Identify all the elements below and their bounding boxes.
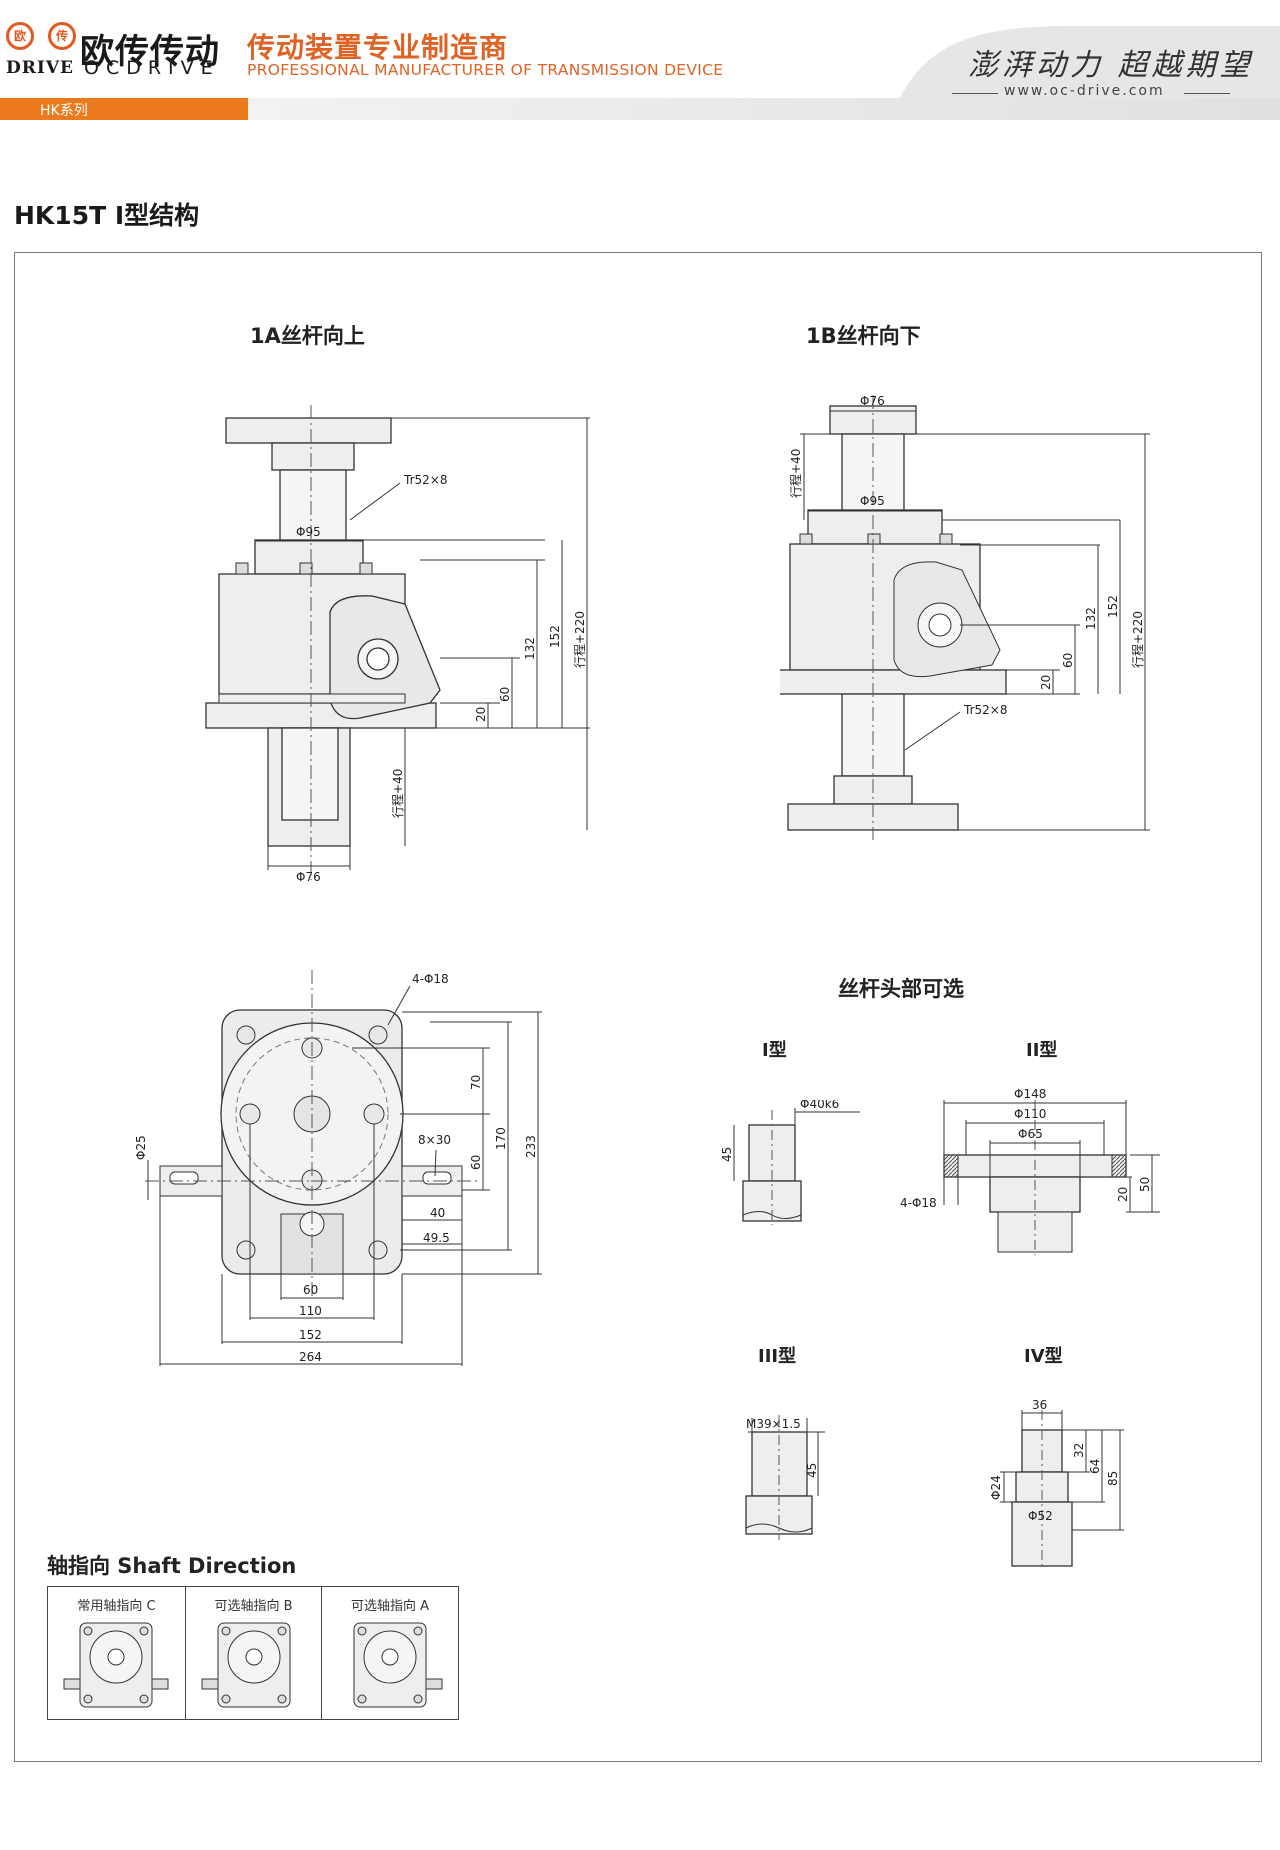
logo-gear-right-icon: 传 <box>48 22 76 50</box>
motto: 澎湃动力 超越期望 <box>968 48 1254 83</box>
dim-w264: 264 <box>299 1350 322 1364</box>
website-line-left <box>952 93 998 94</box>
brand-name-en-right: OCDRIVE <box>84 57 220 79</box>
shaft-direction-title: 轴指向 Shaft Direction <box>47 1554 297 1578</box>
view-1a-d76-label: Φ76 <box>296 870 321 884</box>
shaft-direction-a-icon <box>353 1622 443 1708</box>
dim-v60: 60 <box>469 1155 483 1170</box>
dim-h40: 40 <box>430 1206 445 1220</box>
shaft-direction-a-cell: 可选轴指向 A <box>322 1587 458 1719</box>
view-1a-drawing: Tr52×8 Φ95 Φ76 20 60 132 152 行程+220 行程+4… <box>205 405 590 884</box>
type-3-h-label: 45 <box>805 1463 819 1478</box>
view-1b-d95-label: Φ95 <box>860 494 885 508</box>
type-2-h20-label: 20 <box>1116 1187 1130 1202</box>
page-header: 欧 传 欧传传动 DRIVE OCDRIVE 传动装置专业制造商 PROFESS… <box>0 0 1280 120</box>
view-1b-d76-label: Φ76 <box>860 395 885 408</box>
type-4-h32-label: 32 <box>1072 1443 1086 1458</box>
type-1-h-label: 45 <box>720 1147 734 1162</box>
header-gray-swoosh <box>860 26 1280 120</box>
view-1a-d95-label: Φ95 <box>296 525 321 539</box>
type-4-h64-label: 64 <box>1088 1459 1102 1474</box>
slogan-cn: 传动装置专业制造商 <box>247 31 509 64</box>
website: www.oc-drive.com <box>1004 83 1165 99</box>
header-gray-band <box>248 98 1280 120</box>
view-1a-h20-label: 20 <box>474 707 488 722</box>
shaft-direction-a-label: 可选轴指向 A <box>350 1599 430 1614</box>
dim-v233: 233 <box>524 1135 538 1158</box>
view-1b-h132-label: 132 <box>1084 607 1098 630</box>
logo-gear-left-icon: 欧 <box>6 22 34 50</box>
type-4-d24-label: Φ24 <box>989 1475 1003 1500</box>
shaft-direction-c-label: 常用轴指向 C <box>77 1599 156 1614</box>
view-1b-h60-label: 60 <box>1061 653 1075 668</box>
type-4-h85-label: 85 <box>1106 1471 1120 1486</box>
dim-w60: 60 <box>303 1283 318 1297</box>
dim-h49-5: 49.5 <box>423 1231 450 1245</box>
type-2-h50-label: 50 <box>1138 1177 1152 1192</box>
type-4-d52-label: Φ52 <box>1028 1509 1053 1523</box>
view-1a-title: 1A丝杆向上 <box>250 324 365 348</box>
type-2-holes-label: 4-Φ18 <box>900 1196 937 1210</box>
website-line-right <box>1184 93 1230 94</box>
screw-head-options-title: 丝杆头部可选 <box>838 977 964 1001</box>
dim-w152: 152 <box>299 1328 322 1342</box>
view-1a-h152-label: 152 <box>548 625 562 648</box>
type-1-title: I型 <box>762 1040 787 1061</box>
view-1b-stroke220-label: 行程+220 <box>1130 611 1145 668</box>
type-2-d110-label: Φ110 <box>1014 1107 1046 1121</box>
holes-label: 4-Φ18 <box>412 972 449 986</box>
dim-v70: 70 <box>469 1075 483 1090</box>
shaft-diameter-label: Φ25 <box>134 1135 148 1160</box>
bottom-view-drawing: 4-Φ18 Φ25 8×30 70 60 170 233 40 49.5 <box>134 970 542 1366</box>
type-2-d65-label: Φ65 <box>1018 1127 1043 1141</box>
view-1a-stroke40-label: 行程+40 <box>390 769 405 818</box>
view-1b-drawing: Tr52×8 Φ76 Φ95 20 60 132 152 行程+220 行程+4… <box>780 395 1150 840</box>
shaft-direction-b-cell: 可选轴指向 B <box>186 1587 322 1719</box>
drawing-frame <box>14 252 1262 1762</box>
type-1-d-label: Φ40k6 <box>800 1100 839 1111</box>
view-1a-stroke220-label: 行程+220 <box>572 611 587 668</box>
type-2-title: II型 <box>1026 1040 1058 1061</box>
type-4-w-label: 36 <box>1032 1398 1047 1412</box>
type-1-drawing: Φ40k6 45 <box>720 1100 860 1225</box>
type-4-title: IV型 <box>1024 1346 1063 1367</box>
type-2-drawing: Φ148 Φ110 Φ65 4-Φ18 20 50 <box>900 1087 1160 1255</box>
shaft-direction-b-icon <box>201 1622 291 1708</box>
type-4-drawing: 36 Φ24 32 64 85 Φ52 <box>989 1398 1124 1570</box>
type-3-thread-label: M39×1.5 <box>746 1417 801 1431</box>
view-1a-screw-label: Tr52×8 <box>403 473 447 487</box>
brand-name-cn: 欧传传动 <box>80 32 220 72</box>
series-label: HK系列 <box>40 103 88 119</box>
brand-name-en-left: DRIVE <box>6 58 74 78</box>
view-1b-h152-label: 152 <box>1106 595 1120 618</box>
type-2-d148-label: Φ148 <box>1014 1087 1046 1101</box>
slogan-en: PROFESSIONAL MANUFACTURER OF TRANSMISSIO… <box>247 61 724 79</box>
dim-w110: 110 <box>299 1304 322 1318</box>
key-label: 8×30 <box>418 1133 451 1147</box>
view-1b-h20-label: 20 <box>1039 675 1053 690</box>
type-3-title: III型 <box>758 1346 797 1367</box>
view-1a-h132-label: 132 <box>523 637 537 660</box>
view-1b-title: 1B丝杆向下 <box>806 324 921 348</box>
shaft-direction-c-cell: 常用轴指向 C <box>48 1587 186 1719</box>
page-title: HK15T I型结构 <box>14 201 200 230</box>
dim-v170: 170 <box>494 1127 508 1150</box>
shaft-direction-b-label: 可选轴指向 B <box>214 1599 293 1614</box>
series-bar <box>0 98 248 120</box>
type-3-drawing: M39×1.5 45 <box>745 1415 825 1540</box>
shaft-direction-table: 常用轴指向 C 可选轴指向 B 可选轴指向 A <box>47 1586 459 1720</box>
shaft-direction-c-icon <box>63 1622 169 1708</box>
view-1b-stroke40-label: 行程+40 <box>788 449 803 498</box>
view-1a-flange-pad <box>218 693 406 704</box>
view-1b-screw-label: Tr52×8 <box>963 703 1007 717</box>
view-1a-h60-label: 60 <box>498 687 512 702</box>
